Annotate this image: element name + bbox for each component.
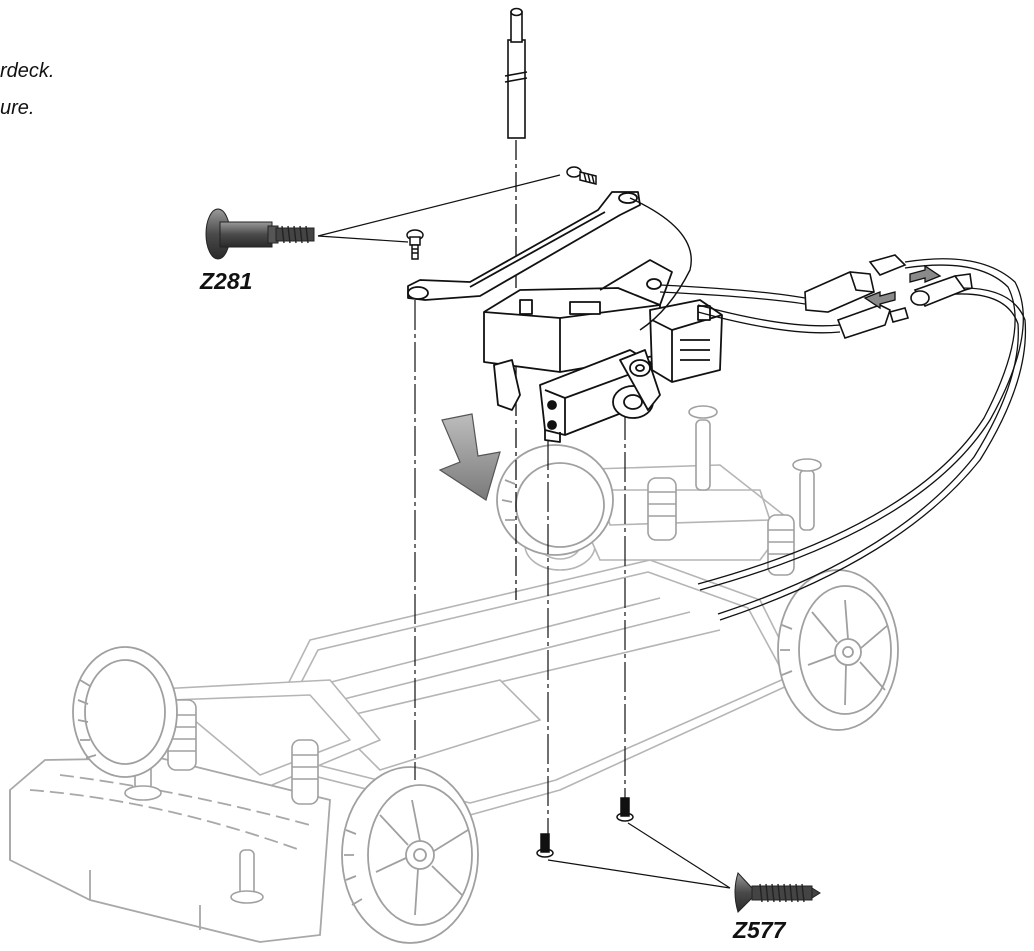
countersunk-screw-icon — [734, 872, 821, 913]
connect-arrows — [863, 264, 942, 310]
rear-shocks — [647, 405, 822, 576]
wires — [659, 258, 1027, 621]
front-bumper — [9, 757, 331, 943]
instruction-text-line-1: rdeck. — [0, 60, 55, 82]
wheel-front-right — [341, 766, 479, 944]
wheel-front-left — [72, 646, 178, 778]
antenna-tube — [504, 7, 528, 139]
wheel-rear-left — [496, 444, 614, 556]
bottom-screw-left — [536, 833, 554, 858]
part-label-z577: Z577 — [733, 917, 786, 943]
chassis — [139, 464, 801, 816]
receiver-servo-module — [483, 259, 723, 443]
bottom-screw-right — [616, 797, 634, 822]
install-direction-arrow — [438, 413, 501, 501]
small-screw-upper — [566, 166, 597, 185]
steering-link — [407, 191, 641, 301]
instruction-text-line-2: ure. — [0, 97, 35, 119]
part-label-z281: Z281 — [200, 268, 253, 294]
wire-connectors — [804, 254, 973, 339]
servo-rod — [629, 197, 692, 331]
wheel-rear-right — [777, 569, 899, 731]
leader-lines-z281 — [317, 174, 561, 243]
leader-lines-z577 — [547, 822, 731, 889]
small-screw-left — [406, 229, 424, 260]
button-head-screw-icon — [205, 208, 315, 260]
screw-guide-lines — [414, 300, 626, 850]
